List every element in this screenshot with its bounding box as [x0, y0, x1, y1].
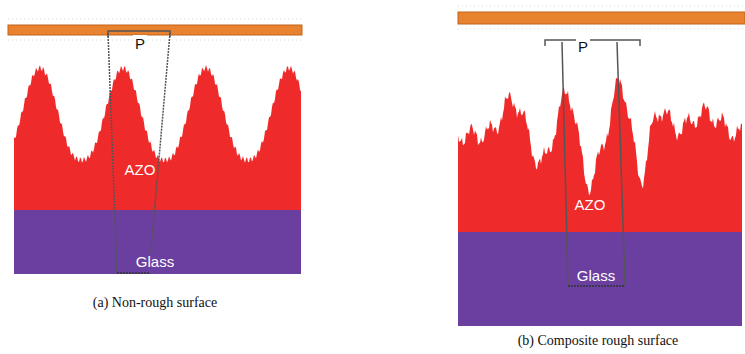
- grid-dots: [8, 40, 302, 41]
- azo-layer-shape: [14, 65, 301, 210]
- layer-label: Glass: [575, 267, 617, 285]
- glass-band-shape: [14, 210, 301, 274]
- period-line: [149, 33, 170, 273]
- glass-band: Glass: [458, 232, 742, 326]
- period-label: P: [576, 38, 590, 55]
- layer-label: AZO: [123, 161, 158, 179]
- period-label: P: [133, 35, 147, 52]
- layer-label: AZO: [573, 196, 608, 214]
- period-bracket: [545, 40, 640, 46]
- period-base: [568, 285, 625, 287]
- period-line: [108, 33, 117, 273]
- grid-dots: [458, 6, 745, 7]
- subfigure-caption: (a) Non-rough surface: [93, 295, 217, 311]
- period-base: [117, 272, 149, 274]
- azo-layer: AZO: [14, 60, 301, 210]
- period-line: [617, 42, 625, 286]
- electrode-bar: [458, 12, 745, 24]
- subfigure-caption: (b) Composite rough surface: [518, 333, 679, 349]
- grid-dots: [458, 29, 745, 30]
- glass-band-shape: [458, 232, 742, 326]
- layer-label: Glass: [134, 253, 176, 271]
- electrode-bar: [8, 25, 302, 35]
- glass-band: Glass: [14, 210, 301, 274]
- period-line: [562, 42, 568, 286]
- azo-layer-shape: [458, 78, 742, 232]
- grid-dots: [8, 19, 302, 20]
- azo-layer: AZO: [458, 60, 742, 232]
